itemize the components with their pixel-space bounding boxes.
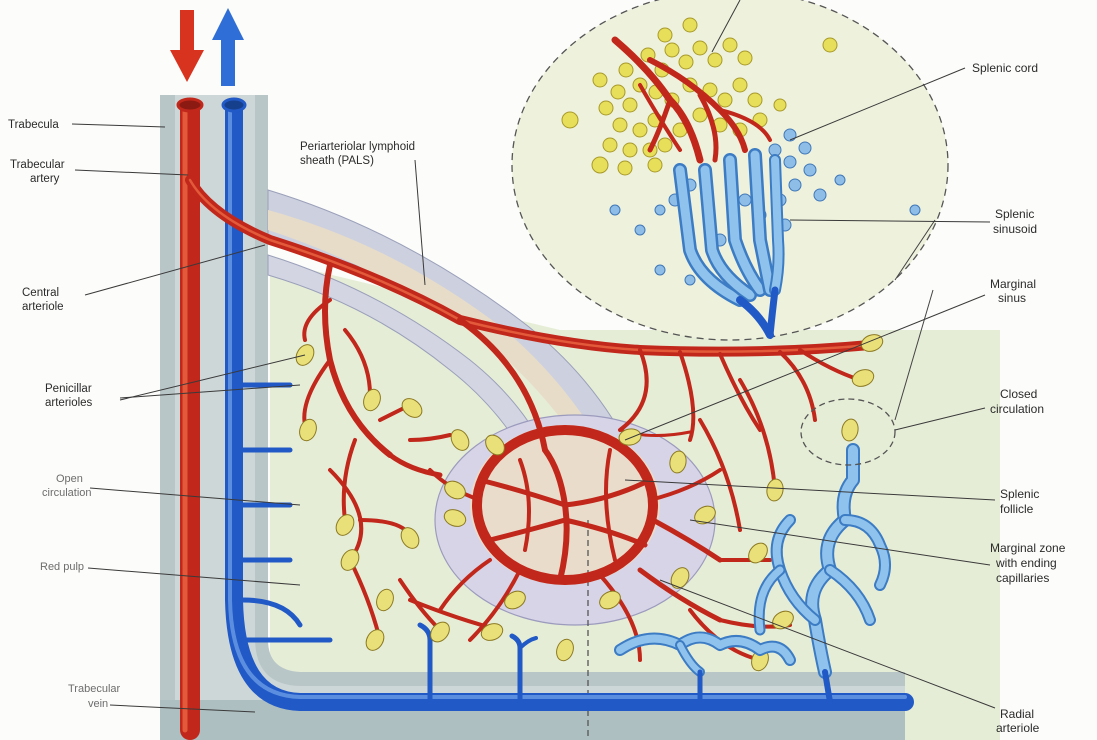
label-central-arteriole-line2: arteriole [22, 301, 64, 313]
label-pals-line1: Periarteriolar lymphoid [300, 141, 415, 153]
label-marginal-zone-line2: with ending [995, 556, 1057, 570]
label-closed-circulation-line2: circulation [990, 402, 1044, 416]
label-penicillar-line1: Penicillar [45, 383, 92, 395]
label-marginal-sinus-line1: Marginal [990, 277, 1036, 291]
label-splenic-cord: Splenic cord [972, 61, 1038, 75]
label-radial-arteriole-line2: arteriole [996, 721, 1040, 735]
label-trabecular-artery-line2: artery [30, 173, 60, 185]
vein-lumen [223, 99, 245, 111]
label-pals-line2: sheath (PALS) [300, 155, 374, 167]
label-trabecular-artery-line1: Trabecular [10, 159, 65, 171]
artery-lumen [178, 99, 202, 111]
label-splenic-sinusoid-line1: Splenic [995, 207, 1034, 221]
label-marginal-zone-line1: Marginal zone [990, 541, 1066, 555]
label-closed-circulation-line1: Closed [1000, 387, 1037, 401]
label-trabecula: Trabecula [8, 119, 59, 131]
blue-up-arrow-icon [212, 8, 244, 86]
label-central-arteriole-line1: Central [22, 287, 59, 299]
label-red-pulp: Red pulp [40, 561, 84, 573]
label-open-circulation-line2: circulation [42, 487, 92, 499]
label-open-circulation-line1: Open [56, 473, 83, 485]
label-splenic-follicle-line2: follicle [1000, 502, 1034, 516]
label-penicillar-line2: arterioles [45, 397, 93, 409]
label-splenic-follicle-line1: Splenic [1000, 487, 1039, 501]
label-marginal-zone-line3: capillaries [996, 571, 1049, 585]
label-radial-arteriole-line1: Radial [1000, 707, 1034, 721]
label-marginal-sinus-line2: sinus [998, 291, 1026, 305]
label-splenic-sinusoid-line2: sinusoid [993, 222, 1037, 236]
label-trabecular-vein-line1: Trabecular [68, 683, 121, 695]
label-trabecular-vein-line2: vein [88, 698, 108, 710]
red-down-arrow-icon [170, 10, 204, 82]
